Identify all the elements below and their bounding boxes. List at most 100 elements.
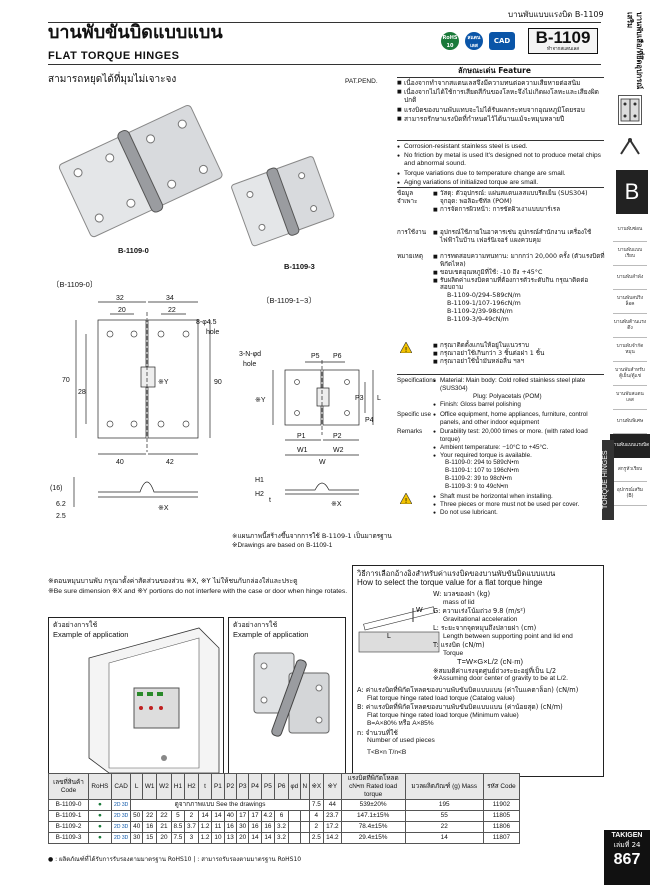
header-rule	[48, 22, 601, 23]
dim-label: W	[319, 459, 326, 466]
table-cell: 15	[141, 832, 158, 844]
spec-line: Finish: Gloss barrel polishing	[433, 401, 605, 409]
page-number: 867	[613, 850, 641, 868]
spec-line: Durability test: 20,000 times or more. (…	[433, 428, 605, 444]
calc-line: ※Assuming door center of gravity to be a…	[433, 675, 568, 682]
table-cell: 30	[235, 821, 250, 833]
calc-line: ※สมมติค่าแรงจุดศูนย์ถ่วงระยะอยู่ที่เป็น …	[433, 666, 557, 675]
table-header-cell: ※X	[308, 773, 325, 800]
table-cell: 6	[274, 810, 289, 822]
dim-label: ※Y	[158, 379, 169, 386]
spec-th-label-2: หมายเหตุ	[397, 253, 423, 260]
table-header-cell: L	[130, 773, 143, 800]
spec-line: Shaft must be horizontal when installing…	[433, 493, 605, 501]
sidebar-item[interactable]: บานพับสปริงล็อค	[613, 290, 647, 314]
table-cell: 16	[141, 821, 158, 833]
table-header-cell: P6	[274, 773, 289, 800]
sidebar-item[interactable]: อุปกรณ์เสริม (B)	[613, 482, 647, 506]
sidebar-item[interactable]: บานพับลำพัง	[613, 266, 647, 290]
table-cell: 14	[197, 810, 213, 822]
feature-en-item: No friction by metal is used It's design…	[397, 152, 603, 168]
stainless-badge: สแตนเลส	[465, 32, 483, 50]
warning-icon: !	[400, 493, 412, 504]
features-rule	[397, 77, 604, 78]
hinge-icon	[618, 95, 642, 125]
nav-category-label: บานพับเสือ/ที่ยึดอุปกรณ์เสริม	[625, 12, 644, 90]
table-cell: 10	[211, 832, 225, 844]
table-header-cell: ※Y	[323, 773, 342, 800]
cad-badge[interactable]: CAD	[489, 32, 515, 50]
table-cell: 14	[248, 832, 262, 844]
table-header-cell: RoHS	[88, 773, 112, 800]
feature-en-item: Torque variations due to temperature cha…	[397, 170, 603, 178]
table-cell: 14	[404, 832, 484, 844]
dim-label: W1	[297, 447, 308, 454]
svg-text:!: !	[405, 346, 408, 353]
calc-line: Gravitational acceleration	[443, 615, 518, 623]
table-cell: 3	[184, 832, 199, 844]
dim-label: P2	[333, 433, 342, 440]
calc-line: n: จำนวนที่ใช้	[357, 728, 398, 737]
sidebar-item[interactable]: สกรูหัวเรียบ	[613, 458, 647, 482]
sidebar-item[interactable]: บานพับสแตนเลส	[613, 386, 647, 410]
drawing-b1109-1-3: 3-N-φd hole P5 P6 ※Y P3 P4 L P1 P2 W1 W2…	[239, 351, 381, 508]
dim-label: P5	[311, 353, 320, 360]
spec-th-values-0: วัสดุ: ตัวอุปกรณ์: แผ่นสแตนเลสแบบรีดเย็น…	[433, 190, 605, 214]
feature-en-item: Aging variations of initialized torque a…	[397, 179, 603, 187]
calc-line: G: ความเร่งโน้มถ่วง 9.8 (m/s²)	[433, 607, 526, 615]
sidebar-item[interactable]: บานพับจำกัดหมุน	[613, 338, 647, 362]
sidebar-item[interactable]: บานพับต้านแรงดึง	[613, 314, 647, 338]
table-cell: 2	[308, 821, 325, 833]
table-header-cell: P2	[223, 773, 237, 800]
sidebar-item[interactable]: บานพับสำหรับ ตู้เย็น/ตู้แช่	[613, 362, 647, 386]
table-header-cell: P3	[235, 773, 250, 800]
table-header-cell: P4	[248, 773, 262, 800]
table-header-cell: H2	[184, 773, 199, 800]
table-cell: 539±20%	[340, 799, 406, 811]
patent-note: PAT.PEND.	[345, 78, 378, 85]
table-cell: 23.7	[323, 810, 342, 822]
features-rule-3	[397, 187, 604, 188]
drawing-left-title: 〔B-1109-0〕	[52, 280, 98, 289]
spec-en-values-3: Shaft must be horizontal when installing…	[433, 493, 605, 517]
calc-line: B=A×80% หรือ A×85%	[367, 720, 434, 727]
example-title-th: ตัวอย่างการใช้	[53, 621, 98, 629]
spec-en-values-2: Durability test: 20,000 times or more. (…	[433, 428, 605, 491]
spec-line: กรุณาอย่าใช้น้ำมันหล่อลื่น ฯลฯ	[433, 358, 605, 366]
calc-line: L: ระยะจากจุดหมุนถึงปลายฝา (cm)	[433, 624, 537, 632]
table-cell: ●	[88, 821, 112, 833]
table-cell: 3.2	[274, 832, 289, 844]
table-cell: 20	[235, 832, 250, 844]
feature-th-item: เนื่องจากไม่ได้ใช้การเสียดสีกันของโลหะจึ…	[397, 88, 603, 104]
feature-th-item: สามารถรักษาแรงบิดที่กำหนดไว้ได้นานแม้จะห…	[397, 115, 603, 123]
sidebar-item[interactable]: บานพับแบบแรงบิด	[610, 434, 650, 458]
table-header-cell: W1	[141, 773, 158, 800]
spec-en-values-0: Material: Main body: Cold rolled stainle…	[433, 377, 605, 408]
spec-line: B-1109-0: 294 to 589cN•m	[445, 459, 519, 467]
table-header-cell: รหัส Code	[482, 773, 521, 800]
brand-block: TAKIGEN เล่มที่ 24 867	[604, 830, 650, 885]
table-cell: 50	[130, 810, 143, 822]
intro-subtitle: สามารถหยุดได้ที่มุมไม่เจาะจง	[48, 74, 177, 85]
sidebar-item[interactable]: บานพับพิเศษ	[613, 410, 647, 434]
calc-title-th: วิธีการเลือกอ้างอิงสำหรับค่าแรงบิดของบาน…	[357, 569, 556, 578]
table-cell: ●	[88, 810, 112, 822]
spec-th-values-3: กรุณาติดตั้งแกนให้อยู่ในแนวราบ กรุณาอย่า…	[433, 342, 605, 366]
spec-th-values-1: อุปกรณ์ใช้ภายในอาคารเช่น อุปกรณ์สำนักงาน…	[433, 229, 605, 245]
dim-label: ※Y	[255, 397, 266, 404]
sidebar-item[interactable]: บานพับแบบเรียบ	[613, 242, 647, 266]
features-rule-2	[397, 140, 604, 141]
feature-th-item: แรงบิดของบานพับแทบจะไม่ได้รับผลกระทบจากอ…	[397, 106, 603, 114]
sidebar-item[interactable]: บานพับซ่อน	[613, 218, 647, 242]
table-cell: 40	[223, 810, 237, 822]
calc-line: Torque	[443, 649, 464, 657]
spec-line: Ambient temperature: −10°C to +45°C.	[433, 444, 605, 452]
table-cell: 29.4±15%	[340, 832, 406, 844]
volume-label: เล่มที่ 24	[613, 840, 641, 849]
rohs-badge: RoHS 10	[441, 32, 459, 50]
spec-line: Do not use lubricant.	[433, 509, 605, 517]
dim-label: 20	[118, 307, 126, 314]
table-cell: 2D 3D	[110, 810, 132, 822]
table-header-cell: H1	[170, 773, 186, 800]
